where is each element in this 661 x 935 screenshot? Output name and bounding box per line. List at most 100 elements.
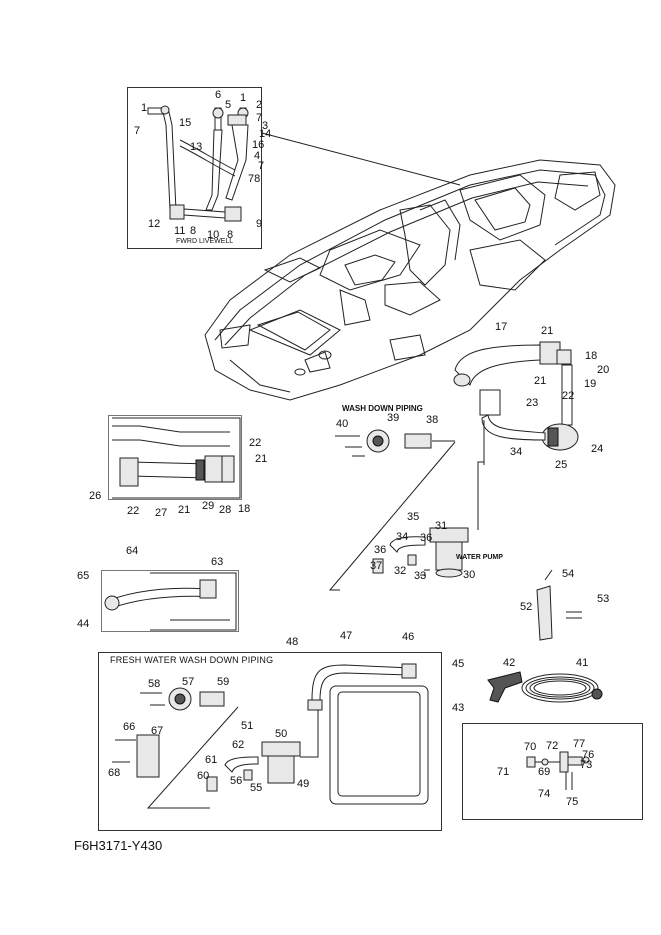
callout-45: 45 <box>452 658 465 670</box>
callout-56: 56 <box>230 775 243 787</box>
callout-15: 15 <box>179 117 192 129</box>
upper-right-hoses <box>453 341 579 465</box>
callout-5: 5 <box>225 99 232 111</box>
callout-1: 1 <box>141 102 148 114</box>
callout-21: 21 <box>541 325 554 337</box>
callout-4: 4 <box>254 150 261 162</box>
callout-8: 8 <box>227 229 234 241</box>
diagram-code: F6H3171-Y430 <box>74 838 163 853</box>
callout-61: 61 <box>205 754 218 766</box>
callout-77: 77 <box>573 738 586 750</box>
middle-left-inset <box>112 417 241 499</box>
callout-51: 51 <box>241 720 254 732</box>
callout-68: 68 <box>108 767 121 779</box>
callout-9: 9 <box>256 218 263 230</box>
callout-21: 21 <box>178 504 191 516</box>
callout-7: 7 <box>256 112 263 124</box>
callout-23: 23 <box>526 397 539 409</box>
bracket-parts <box>536 569 582 641</box>
callout-6: 6 <box>215 89 222 101</box>
callout-69: 69 <box>538 766 551 778</box>
callout-63: 63 <box>211 556 224 568</box>
caption-wash-down-piping: WASH DOWN PIPING <box>342 404 423 413</box>
callout-7: 7 <box>134 125 141 137</box>
callout-7: 7 <box>258 160 265 172</box>
callout-74: 74 <box>538 788 551 800</box>
callout-78: 78 <box>248 173 261 185</box>
callout-49: 49 <box>297 778 310 790</box>
callout-50: 50 <box>275 728 288 740</box>
callout-65: 65 <box>77 570 90 582</box>
callout-71: 71 <box>497 766 510 778</box>
callout-17: 17 <box>495 321 508 333</box>
caption-water-pump: WATER PUMP <box>456 554 503 561</box>
callout-21: 21 <box>255 453 268 465</box>
callout-19: 19 <box>584 378 597 390</box>
callout-36: 36 <box>420 532 433 544</box>
callout-2: 2 <box>256 99 263 111</box>
callout-30: 30 <box>463 569 476 581</box>
callout-18: 18 <box>238 503 251 515</box>
callout-38: 38 <box>426 414 439 426</box>
wash-down-parts <box>335 429 455 457</box>
callout-16: 16 <box>252 139 265 151</box>
callout-35: 35 <box>407 511 420 523</box>
callout-25: 25 <box>555 459 568 471</box>
callout-39: 39 <box>387 412 400 424</box>
callout-67: 67 <box>151 725 164 737</box>
callout-44: 44 <box>77 618 90 630</box>
water-pump-parts <box>328 441 484 591</box>
callout-26: 26 <box>89 490 102 502</box>
callout-22: 22 <box>562 390 575 402</box>
callout-8: 8 <box>190 225 197 237</box>
callout-18: 18 <box>585 350 598 362</box>
callout-72: 72 <box>546 740 559 752</box>
callout-32: 32 <box>394 565 407 577</box>
callout-36: 36 <box>374 544 387 556</box>
callout-62: 62 <box>232 739 245 751</box>
callout-60: 60 <box>197 770 210 782</box>
callout-12: 12 <box>148 218 161 230</box>
callout-46: 46 <box>402 631 415 643</box>
callout-10: 10 <box>207 229 220 241</box>
callout-57: 57 <box>182 676 195 688</box>
callout-14: 14 <box>259 128 272 140</box>
inset-small-fittings <box>462 723 643 820</box>
callout-1: 1 <box>240 92 247 104</box>
callout-37: 37 <box>370 560 383 572</box>
caption-fresh-water-wash-down-piping: FRESH WATER WASH DOWN PIPING <box>110 655 274 665</box>
caption-fwrd-livewell: FWRD LIVEWELL <box>176 238 234 245</box>
callout-20: 20 <box>597 364 610 376</box>
callout-75: 75 <box>566 796 579 808</box>
coil-hose <box>487 671 603 703</box>
callout-48: 48 <box>286 636 299 648</box>
callout-58: 58 <box>148 678 161 690</box>
callout-53: 53 <box>597 593 610 605</box>
callout-64: 64 <box>126 545 139 557</box>
callout-76: 76 <box>582 749 595 761</box>
callout-55: 55 <box>250 782 263 794</box>
callout-73: 73 <box>580 759 593 771</box>
callout-21: 21 <box>534 375 547 387</box>
inset-middle-left <box>108 415 242 500</box>
inset-fresh-water-wash-down <box>98 652 442 831</box>
boat-hull-drawing <box>204 159 616 401</box>
callout-29: 29 <box>202 500 215 512</box>
callout-40: 40 <box>336 418 349 430</box>
callout-42: 42 <box>503 657 516 669</box>
fresh-water-parts <box>112 687 319 809</box>
callout-33: 33 <box>414 570 427 582</box>
inset-hose-left <box>101 570 239 632</box>
inset-fwrd-livewell <box>127 87 262 249</box>
callout-31: 31 <box>435 520 448 532</box>
callout-47: 47 <box>340 630 353 642</box>
callout-66: 66 <box>123 721 136 733</box>
callout-52: 52 <box>520 601 533 613</box>
callout-54: 54 <box>562 568 575 580</box>
fresh-water-tank <box>307 663 429 805</box>
callout-34: 34 <box>510 446 523 458</box>
callout-34: 34 <box>396 531 409 543</box>
callout-11: 11 <box>174 225 186 237</box>
